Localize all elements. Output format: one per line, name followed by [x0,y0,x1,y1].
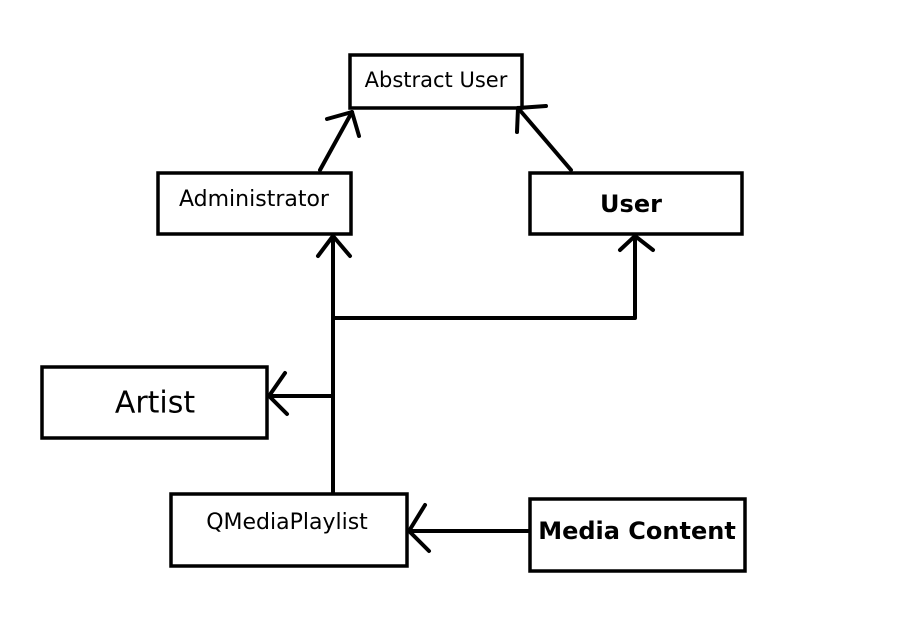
arrowhead [618,234,655,252]
arrowhead [515,104,548,134]
node-qmediaplaylist: QMediaPlaylist [169,492,409,568]
node-user: User [528,171,744,236]
arrowhead [316,234,352,258]
node-media-content-label: Media Content [538,517,736,545]
arrowhead [407,503,431,553]
node-abstract-user-label: Abstract User [365,68,508,92]
edge-line [331,234,637,320]
edge-media-content-to-playlist [407,503,530,553]
edge-user-to-abstract-user [515,104,573,172]
edge-administrator-to-abstract-user [318,110,361,172]
node-artist: Artist [40,365,269,440]
node-media-content: Media Content [528,497,747,573]
node-abstract-user: Abstract User [348,53,524,110]
edge-playlist-trunk [316,234,352,494]
node-administrator-label: Administrator [179,187,330,212]
arrowhead [267,371,289,416]
edge-playlist-to-user [331,234,655,320]
edge-line [318,110,354,172]
node-administrator: Administrator [156,171,353,236]
node-user-label: User [600,190,662,218]
edge-playlist-to-artist [267,371,335,416]
node-artist-label: Artist [115,386,196,421]
node-qmediaplaylist-label: QMediaPlaylist [206,510,368,535]
arrowhead [325,110,361,138]
edge-line [516,106,573,172]
